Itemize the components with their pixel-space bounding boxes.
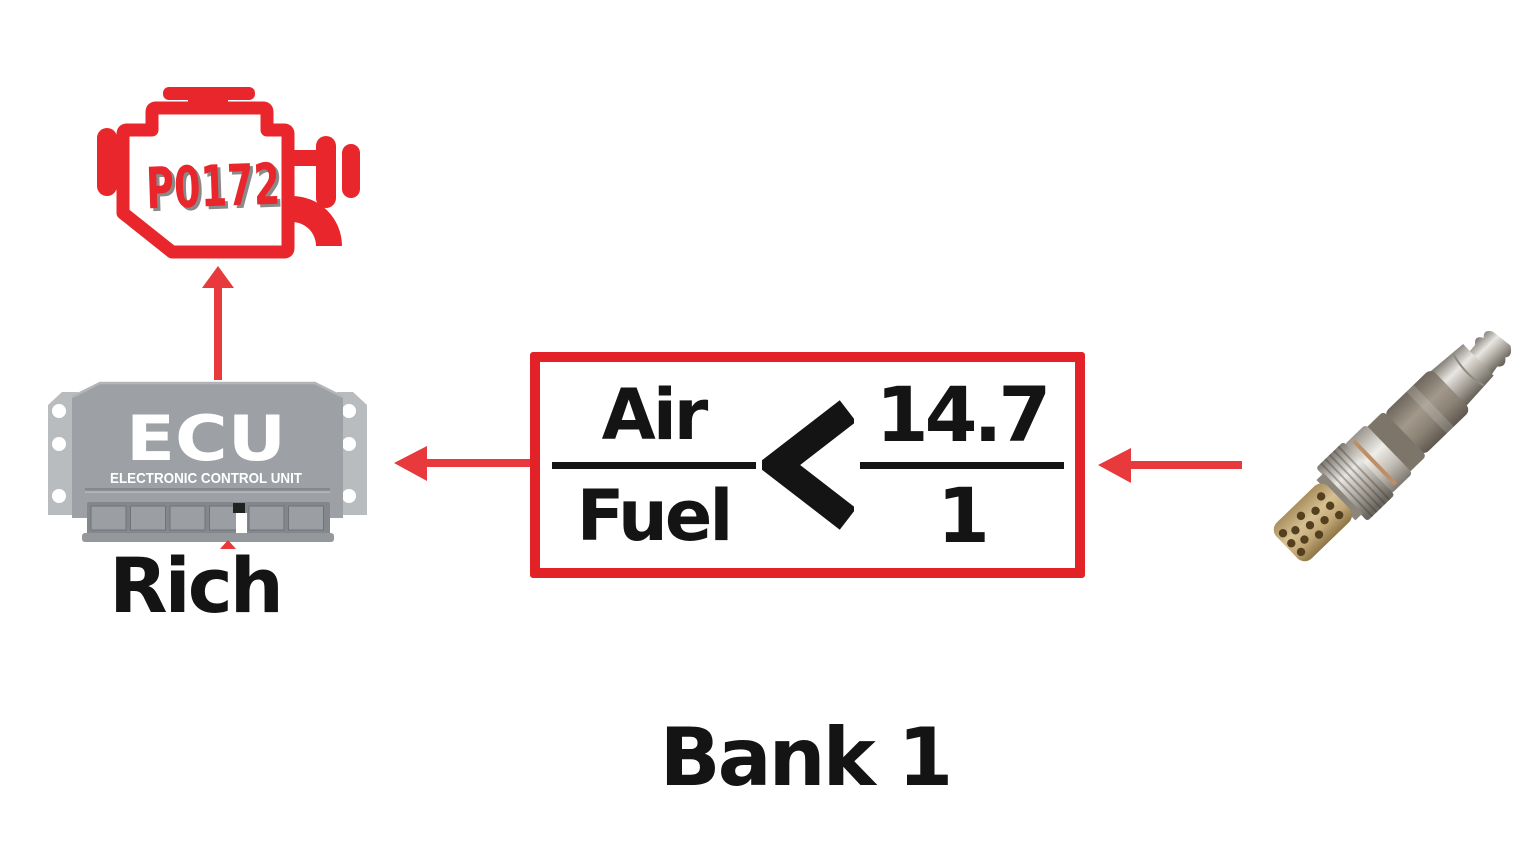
less-than-icon: [761, 400, 854, 530]
ecu-mount-hole: [342, 404, 356, 418]
ecu-left-bracket: [48, 392, 78, 515]
ecu-connector-slot: [288, 505, 324, 531]
bank-label: Bank 1: [659, 711, 954, 804]
air-fuel-fraction: Air Fuel: [551, 372, 756, 559]
sensor-connector-barrel: [1429, 343, 1494, 409]
ecu-connector-slot: [248, 505, 285, 531]
up-arrowhead: [202, 266, 234, 288]
sensor-lower-band: [1366, 412, 1425, 473]
ecu-connector-lip: [82, 533, 334, 542]
sensor-step-ring: [1316, 473, 1363, 521]
ecu-body-bevel-highlight: [71, 381, 344, 399]
ecu-mount-hole: [342, 437, 356, 451]
ecu-body: [72, 383, 343, 518]
ecu-mount-hole: [52, 404, 66, 418]
check-engine-icon: P0172 P0172: [97, 87, 360, 259]
ecu-connector-slot: [169, 505, 206, 531]
ecu-mount-hole: [52, 437, 66, 451]
engine-outer-bar: [342, 144, 360, 198]
stoich-fraction: 14.7 1: [859, 369, 1064, 560]
ecu-connector-key: [233, 503, 245, 513]
sensor-copper-washer: [1352, 439, 1398, 486]
engine-left-connector: [113, 155, 127, 171]
ecu-right-bracket: [337, 392, 367, 515]
engine-left-stub: [97, 128, 117, 196]
hidden-arrowhead: [220, 540, 236, 549]
air-fuel-ratio-box: Air Fuel < 14.7 1: [530, 352, 1085, 578]
sensor-thread-ridges: [1320, 445, 1391, 518]
sensor-sleeve-band: [1406, 384, 1454, 434]
ecu-divider-dark: [85, 488, 330, 491]
sensor-hex-thread: [1317, 442, 1394, 520]
sensor-collar: [1345, 425, 1412, 493]
engine-cap-bar: [163, 87, 255, 100]
fraction-bar: [551, 461, 756, 469]
sensor-tip-holes: [1278, 492, 1344, 557]
ecu-connector-slot: [90, 505, 127, 531]
fraction-bar: [859, 461, 1064, 469]
ecu-divider-light: [85, 491, 330, 493]
left-arrowhead: [1098, 448, 1131, 483]
up-arrow-shaft: [214, 287, 222, 380]
left-arrow-shaft: [1127, 461, 1242, 469]
ecu-connector-notch: [236, 513, 247, 539]
sensor-sleeve: [1386, 371, 1469, 453]
fraction-numerator-147: 14.7: [875, 369, 1052, 459]
ecu-title: ECU: [126, 402, 286, 475]
engine-right-connector: [288, 150, 318, 166]
ecu-status-label: Rich: [109, 541, 284, 630]
fraction-numerator-air: Air: [601, 373, 709, 456]
engine-right-bar: [316, 136, 336, 208]
sensor-crimp-ridge: [1452, 353, 1485, 387]
oxygen-sensor-image: [1273, 331, 1512, 562]
engine-body-outline: [116, 101, 295, 259]
ecu-subtitle: ELECTRONIC CONTROL UNIT: [110, 470, 302, 487]
left-arrowhead: [394, 446, 427, 481]
ecu-mount-hole: [342, 489, 356, 503]
sensor-to-box-arrow: [1098, 448, 1242, 483]
left-arrow-shaft: [423, 459, 532, 467]
less-than-operator: <: [761, 399, 854, 531]
ecu-image: ECU ELECTRONIC CONTROL UNIT: [48, 381, 367, 549]
fraction-denominator-fuel: Fuel: [576, 474, 734, 557]
ecu-to-engine-arrow: [202, 266, 234, 380]
ecu-mount-hole: [52, 489, 66, 503]
box-to-ecu-arrow: [394, 446, 532, 481]
sensor-crimp-end: [1468, 331, 1512, 376]
ecu-connector-slot: [130, 505, 166, 531]
dtc-code-shadow: P0172: [148, 155, 284, 226]
engine-exhaust-elbow: [292, 196, 342, 246]
dtc-code: P0172: [145, 152, 281, 223]
fraction-denominator-1: 1: [937, 470, 990, 560]
